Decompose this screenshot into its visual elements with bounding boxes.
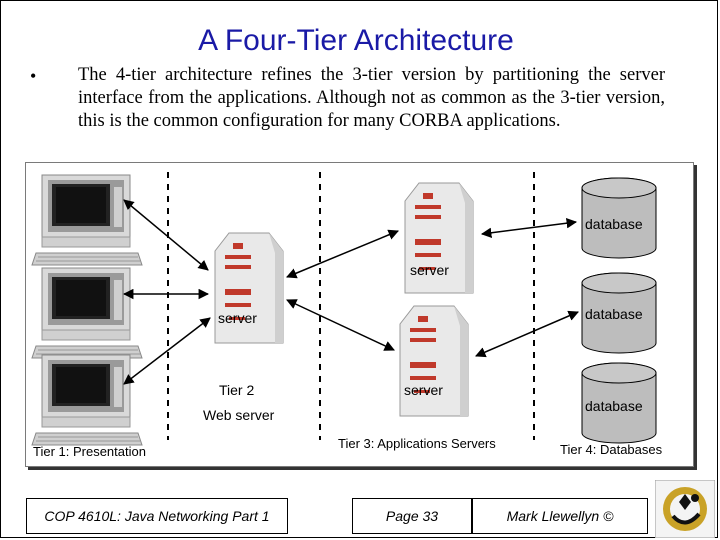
tier2-label: Tier 2 <box>219 382 255 398</box>
university-logo-icon <box>655 480 715 538</box>
slide-footer: COP 4610L: Java Networking Part 1 Page 3… <box>0 490 718 540</box>
slide-title: A Four-Tier Architecture <box>198 24 514 57</box>
tier3-label: Tier 3: Applications Servers <box>338 436 496 451</box>
client-computer-3-icon <box>31 354 143 446</box>
database-top-label: database <box>585 216 643 232</box>
web-server-label: server <box>218 310 257 326</box>
tier4-label: Tier 4: Databases <box>560 442 663 457</box>
tier1-label: Tier 1: Presentation <box>33 444 146 459</box>
web-server-icon <box>214 232 284 344</box>
database-bottom-label: database <box>585 398 643 414</box>
app-server-bottom-label: server <box>404 382 443 398</box>
client-computer-1-icon <box>31 174 143 266</box>
tier2-web-server-label: Web server <box>203 407 275 423</box>
footer-author: Mark Llewellyn © <box>472 498 648 534</box>
database-middle-label: database <box>585 306 643 322</box>
slide-body-text: The 4-tier architecture refines the 3-ti… <box>78 65 665 131</box>
footer-course: COP 4610L: Java Networking Part 1 <box>26 498 288 534</box>
connection-arrows <box>122 199 579 385</box>
app-server-bottom-icon <box>399 305 469 417</box>
bullet-marker: • <box>30 66 37 86</box>
app-server-top-label: server <box>410 262 449 278</box>
footer-page-number: Page 33 <box>352 498 472 534</box>
client-computer-2-icon <box>31 267 143 359</box>
